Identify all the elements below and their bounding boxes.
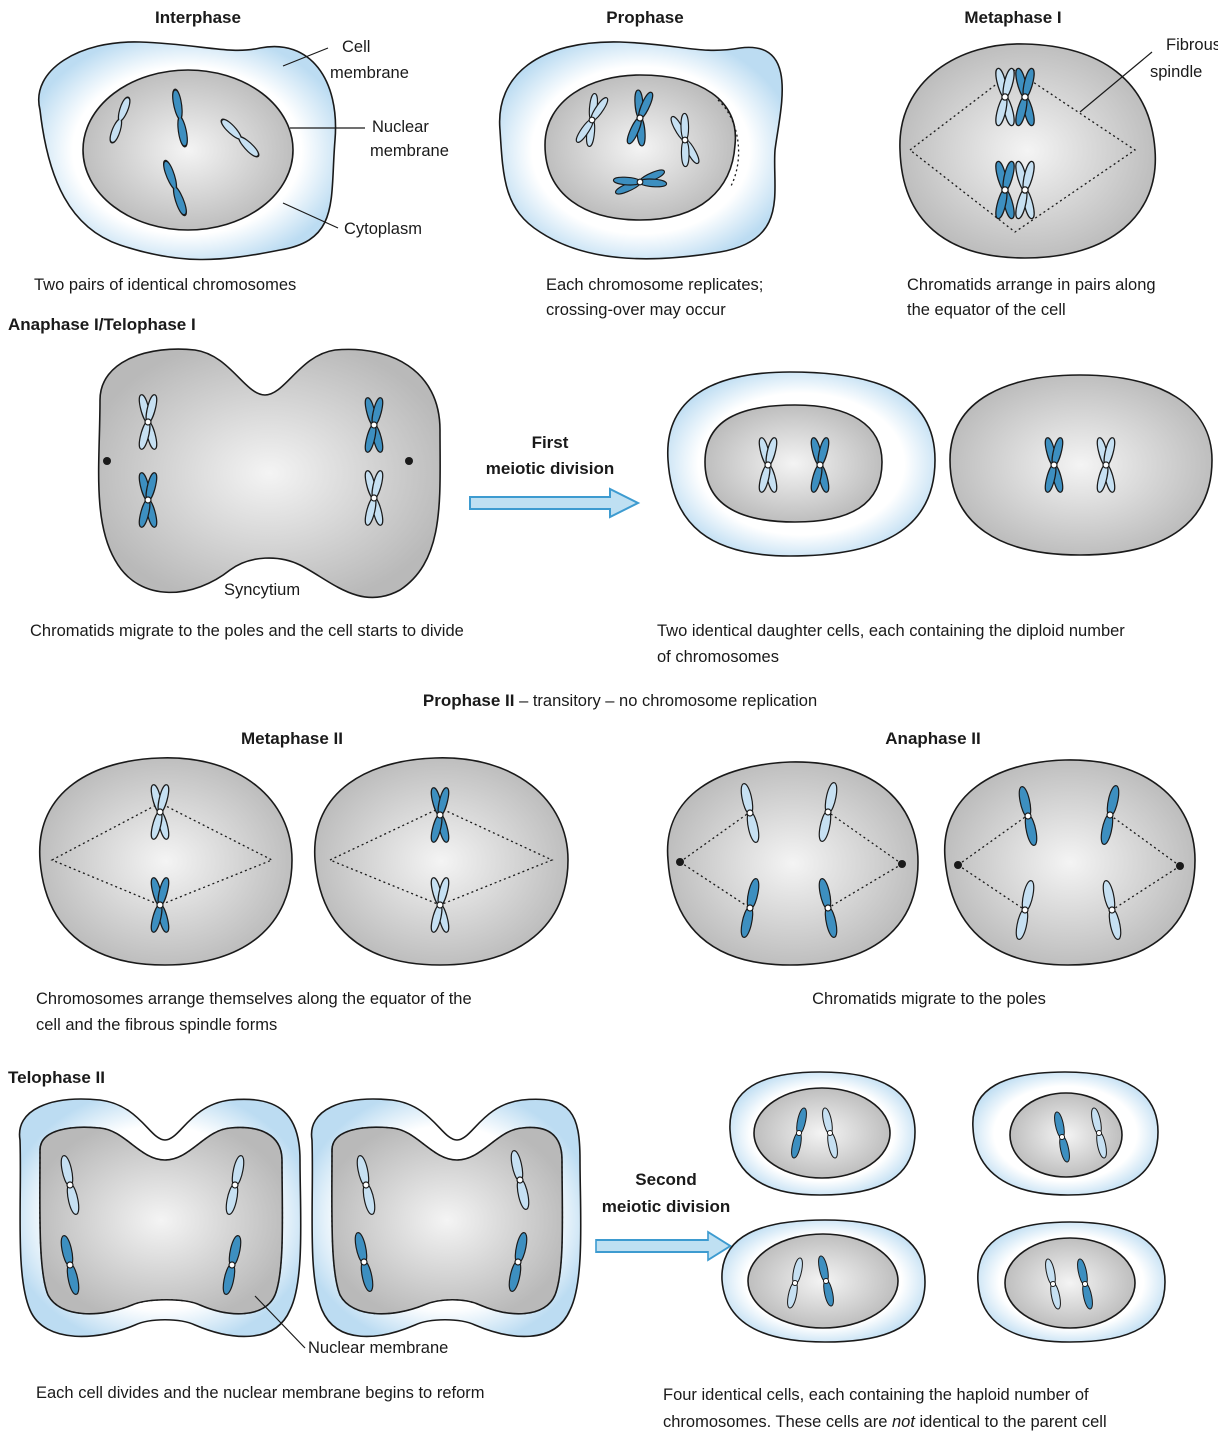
- metaphase1-stage: Metaphase I Fibrous spindle Chromatids a…: [900, 8, 1218, 319]
- prophase-caption-1: Each chromosome replicates;: [546, 276, 763, 294]
- fibrous-spindle-label: Fibrous: [1166, 36, 1218, 54]
- nucleus: [705, 405, 882, 522]
- four-haploid-cells: Four identical cells, each containing th…: [663, 1072, 1165, 1431]
- syncytium-cell: [99, 349, 441, 597]
- cell-membrane-label: Cell: [342, 38, 370, 56]
- nuclear-membrane-bottom-label: Nuclear membrane: [308, 1339, 448, 1357]
- nucleus: [1010, 1093, 1122, 1177]
- cell: [945, 760, 1195, 965]
- telophase2-caption: Each cell divides and the nuclear membra…: [36, 1384, 485, 1402]
- first-division-label-2: meiotic division: [486, 459, 614, 478]
- anaphase1-stage: Syncytium Chromatids migrate to the pole…: [30, 349, 464, 640]
- cell-membrane-label-2: membrane: [330, 64, 409, 82]
- metaphase1-caption-1: Chromatids arrange in pairs along: [907, 276, 1156, 294]
- syncytium-label: Syncytium: [224, 581, 300, 599]
- cell: [315, 758, 568, 965]
- prophase2-heading: Prophase II: [423, 691, 515, 710]
- four-cells-caption-1: Four identical cells, each containing th…: [663, 1386, 1089, 1404]
- metaphase2-heading: Metaphase II: [241, 729, 343, 748]
- prophase-heading: Prophase: [606, 8, 683, 27]
- metaphase1-heading: Metaphase I: [964, 8, 1061, 27]
- prophase-caption-2: crossing-over may occur: [546, 301, 726, 319]
- nucleus: [1005, 1238, 1135, 1328]
- telophase2-stage: Nuclear membrane Each cell divides and t…: [20, 1099, 581, 1402]
- nucleus: [83, 70, 293, 230]
- nucleus: [754, 1088, 890, 1178]
- nuclear-membrane-label-2: membrane: [370, 142, 449, 160]
- cell: [668, 762, 918, 965]
- first-division-label-1: First: [532, 433, 569, 452]
- telophase2-heading: Telophase II: [8, 1068, 105, 1087]
- fibrous-spindle-label-2: spindle: [1150, 63, 1202, 81]
- metaphase1-caption-2: the equator of the cell: [907, 301, 1066, 319]
- first-division-arrow: First meiotic division: [470, 433, 638, 517]
- prophase-stage: Prophase Each chromosome replicates; cro…: [500, 8, 783, 319]
- anaphase2-caption: Chromatids migrate to the poles: [812, 990, 1046, 1008]
- anaphase2-heading: Anaphase II: [885, 729, 980, 748]
- daughter-cell-2: [950, 375, 1212, 555]
- anaphase1-caption: Chromatids migrate to the poles and the …: [30, 622, 464, 640]
- metaphase2-stage: Metaphase II Chromosomes arrange themsel…: [36, 729, 568, 1034]
- second-division-label-2: meiotic division: [602, 1197, 730, 1216]
- arrow-icon: [470, 489, 638, 517]
- second-division-label-1: Second: [635, 1170, 696, 1189]
- daughter-caption-2: of chromosomes: [657, 648, 779, 666]
- daughter-caption-1: Two identical daughter cells, each conta…: [657, 622, 1125, 640]
- cytoplasm-label: Cytoplasm: [344, 220, 422, 238]
- interphase-stage: Interphase Cell membrane Nuclear membran…: [34, 8, 449, 294]
- anaphase2-stage: Anaphase II Chromatids migrate to the po…: [668, 729, 1195, 1008]
- prophase2-line: Prophase II – transitory – no chromosome…: [423, 691, 817, 710]
- anaphase1-heading: Anaphase I/Telophase I: [8, 315, 196, 334]
- interphase-heading: Interphase: [155, 8, 241, 27]
- interphase-caption: Two pairs of identical chromosomes: [34, 276, 296, 294]
- second-division-arrow: Second meiotic division: [596, 1170, 730, 1260]
- nuclear-membrane-label: Nuclear: [372, 118, 429, 136]
- daughter-cells: Two identical daughter cells, each conta…: [657, 372, 1212, 666]
- metaphase2-caption-1: Chromosomes arrange themselves along the…: [36, 990, 472, 1008]
- prophase2-note: – transitory – no chromosome replication: [515, 692, 818, 710]
- four-cells-caption-2: chromosomes. These cells are not identic…: [663, 1413, 1107, 1431]
- metaphase2-caption-2: cell and the fibrous spindle forms: [36, 1016, 277, 1034]
- arrow-icon: [596, 1232, 730, 1260]
